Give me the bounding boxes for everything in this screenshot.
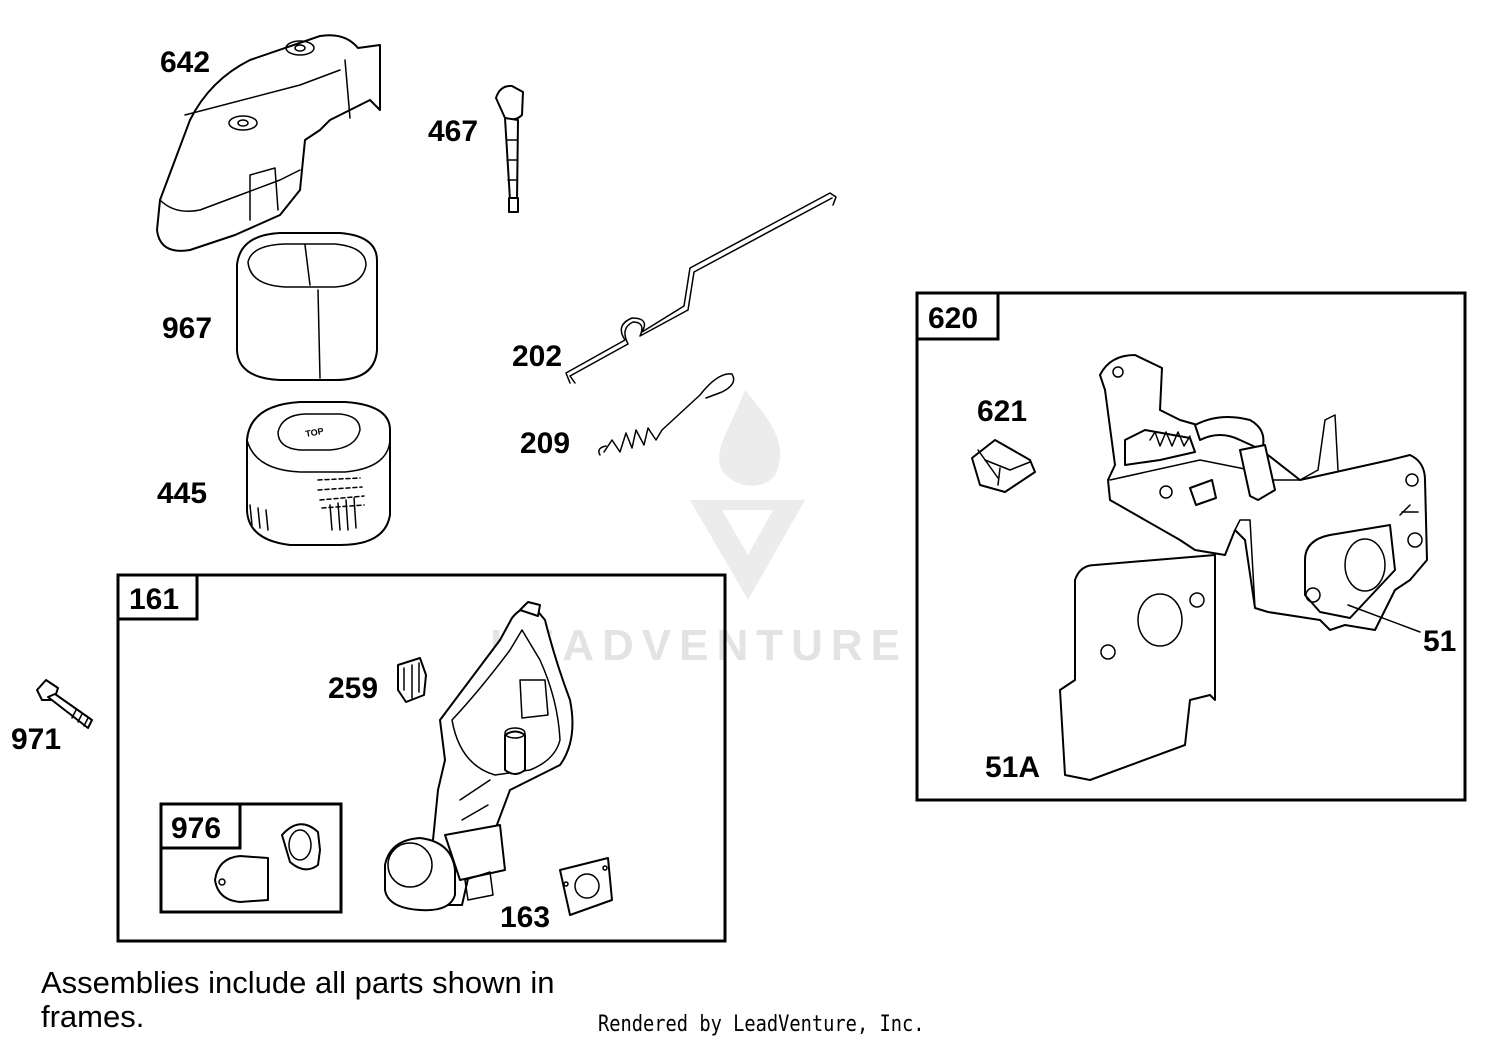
label-202: 202 (512, 340, 562, 373)
label-971: 971 (11, 723, 61, 756)
label-161: 161 (129, 583, 179, 616)
part-445-filter: TOP (246, 401, 391, 546)
part-971-screw (36, 679, 93, 729)
frame-620-assembly: 620 621 51A (915, 291, 1467, 802)
part-620-control-bracket (1099, 354, 1428, 631)
part-259-fitting (397, 657, 427, 703)
filter-top-text: TOP (305, 426, 325, 439)
part-621-clip (971, 439, 1036, 493)
frame-161-assembly: 161 259 163 (116, 573, 727, 943)
assembly-note: Assemblies include all parts shown in fr… (41, 965, 555, 1034)
part-51a-plate (1059, 554, 1216, 781)
label-467: 467 (428, 115, 478, 148)
part-467-dipstick (495, 84, 524, 213)
render-credit: Rendered by LeadVenture, Inc. (598, 1012, 925, 1037)
label-642: 642 (160, 46, 210, 79)
frame-976-assembly: 976 (159, 802, 343, 914)
part-163-gasket (559, 857, 613, 916)
part-161-base (384, 601, 574, 912)
flame-watermark-icon (719, 390, 781, 486)
label-621: 621 (977, 395, 1027, 428)
part-209-spring (598, 373, 735, 456)
leadventure-watermark: LEADVENTURE (490, 390, 908, 670)
leader-line-51 (1347, 604, 1421, 633)
label-51a: 51A (985, 751, 1040, 784)
label-976: 976 (171, 812, 221, 845)
label-259: 259 (328, 672, 378, 705)
v-watermark-icon (690, 500, 805, 600)
part-202-governor-link (565, 192, 837, 384)
label-163: 163 (500, 901, 550, 934)
label-51: 51 (1423, 625, 1456, 658)
label-445: 445 (157, 477, 207, 510)
label-620: 620 (928, 302, 978, 335)
watermark-text: LEADVENTURE (490, 621, 908, 670)
label-209: 209 (520, 427, 570, 460)
part-967-precleaner (236, 232, 379, 381)
label-967: 967 (162, 312, 212, 345)
part-642-cover (156, 34, 381, 252)
